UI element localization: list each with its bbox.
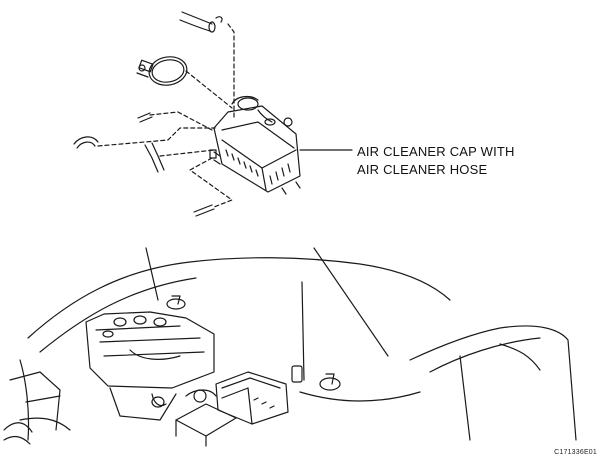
air-cleaner-cap-callout: AIR CLEANER CAP WITH AIR CLEANER HOSE xyxy=(357,143,515,179)
leader-dashed-1 xyxy=(227,23,235,119)
callout-line-2: AIR CLEANER HOSE xyxy=(357,162,488,177)
air-cleaner-cap-icon xyxy=(209,95,301,195)
figure-code: C171336E01 xyxy=(554,449,597,456)
lower-hose-icon xyxy=(193,204,215,217)
engine-bay-icon xyxy=(9,247,577,447)
bent-hose-icon xyxy=(144,142,165,173)
leader-dashed-2 xyxy=(185,70,233,109)
callout-line-1: AIR CLEANER CAP WITH xyxy=(357,144,515,159)
left-hose-icon xyxy=(73,136,99,149)
small-hose-icon xyxy=(137,112,153,123)
upper-hose-icon xyxy=(179,11,223,33)
hose-clamp-icon xyxy=(136,56,188,86)
